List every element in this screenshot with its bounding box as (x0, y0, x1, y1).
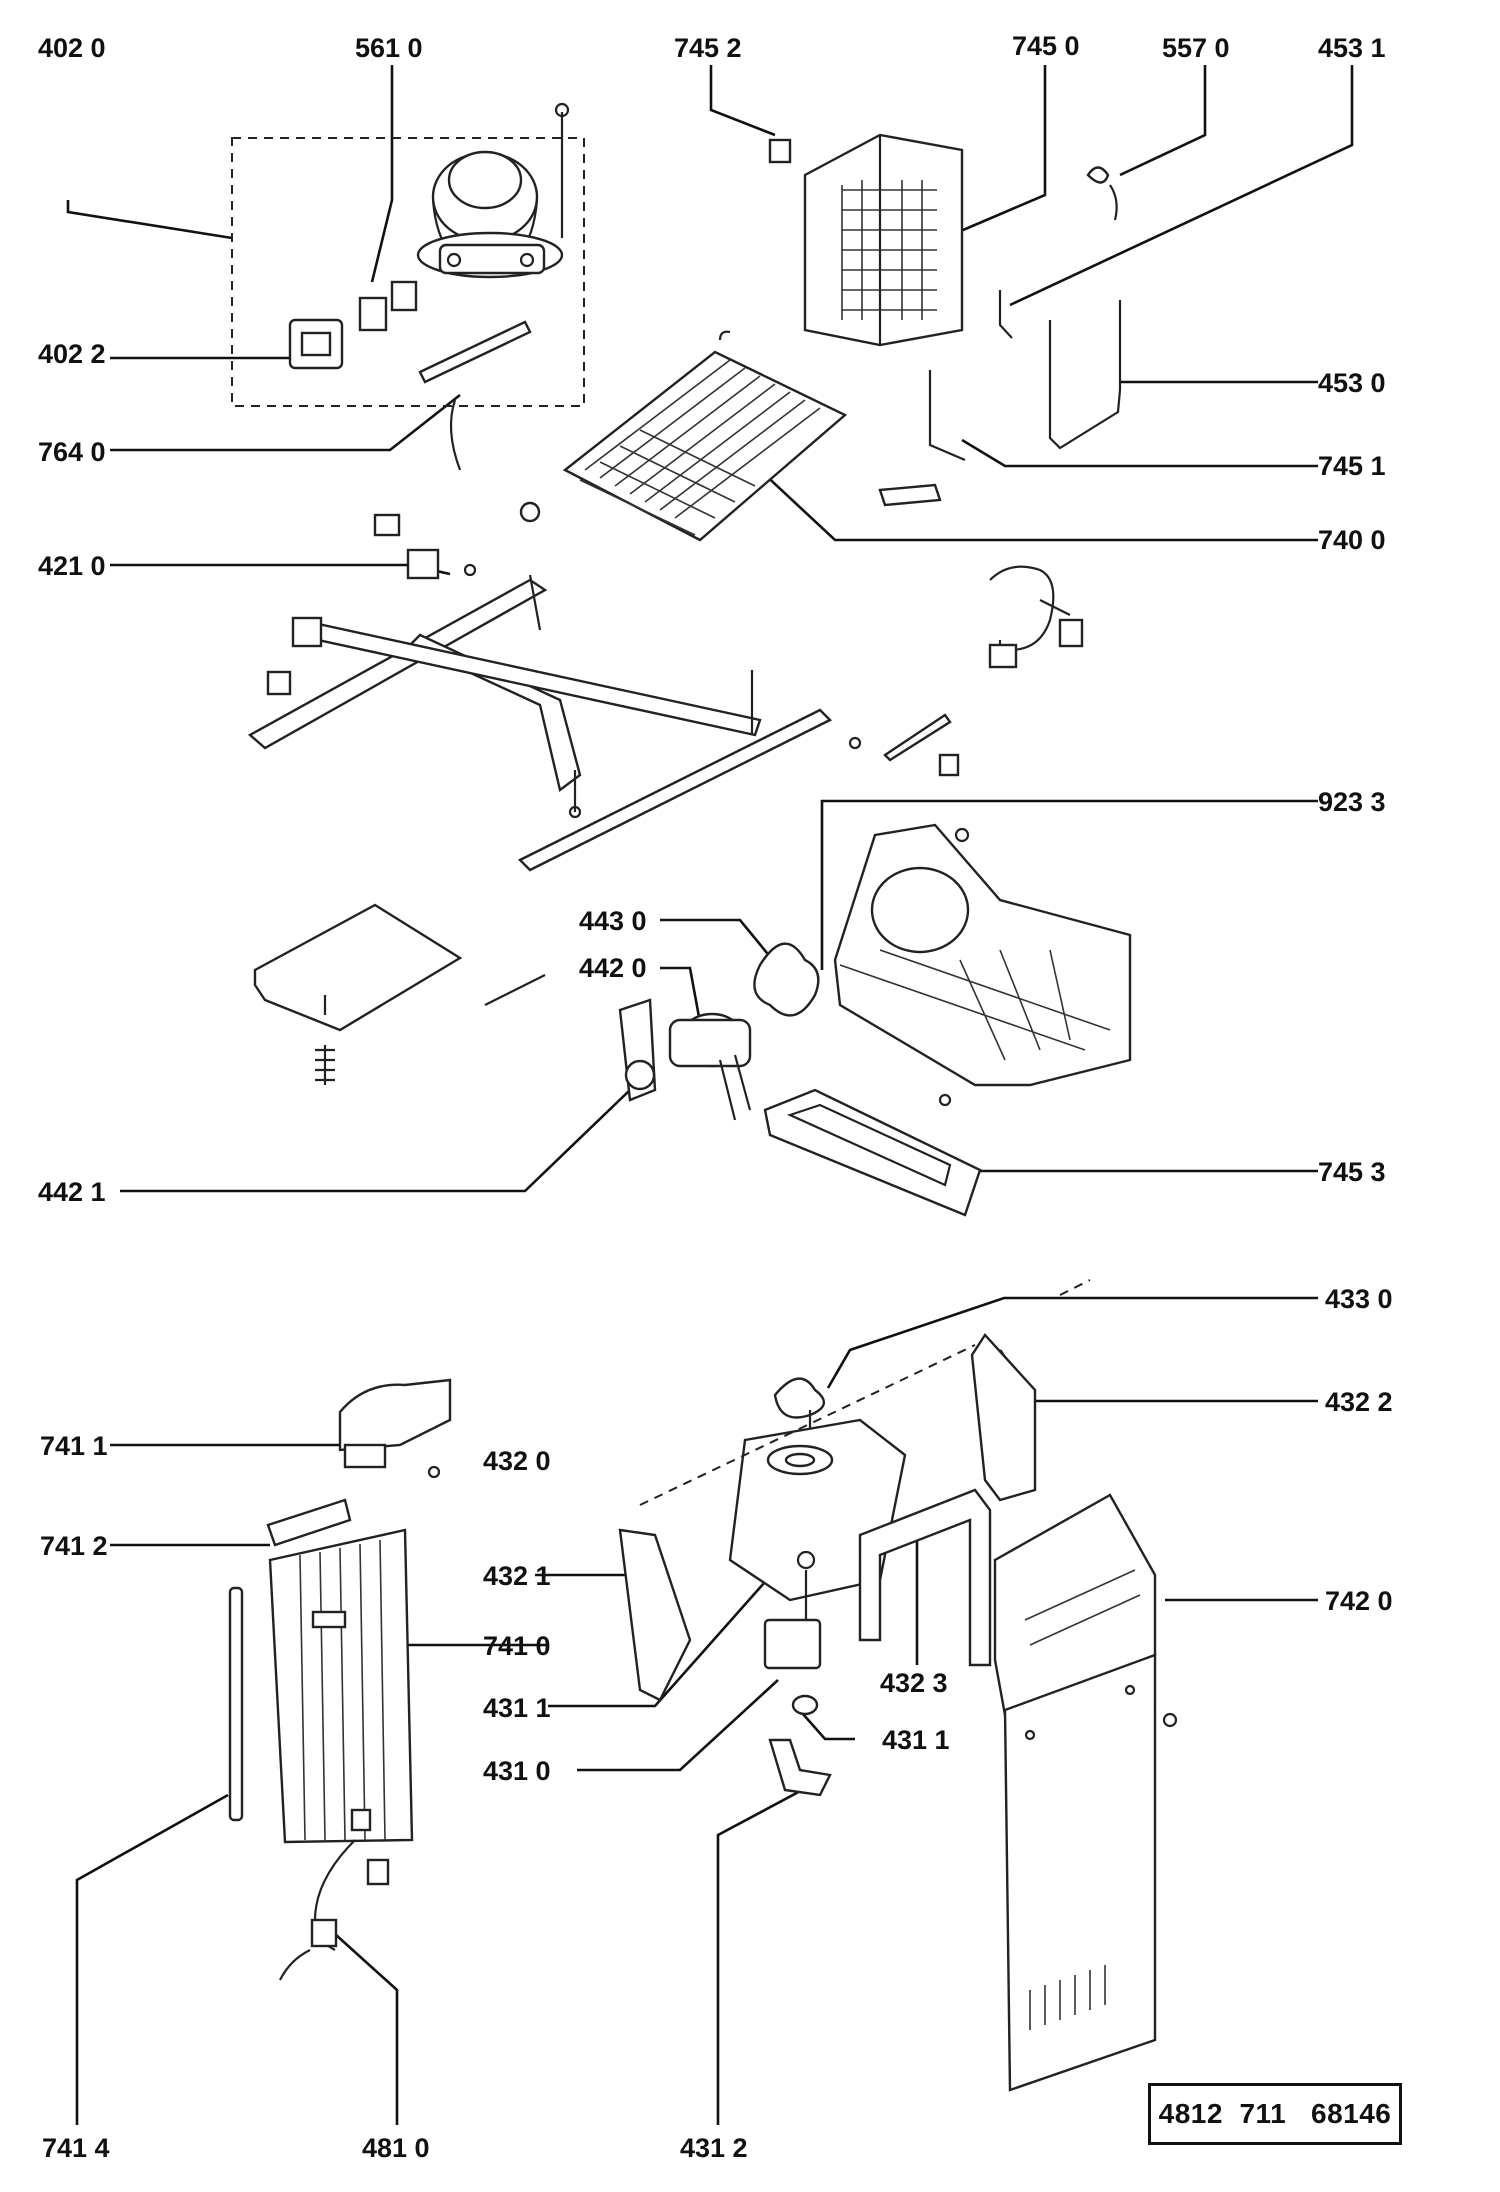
part-label-402-0: 402 0 (38, 33, 106, 63)
rear-cover (993, 1493, 1178, 2092)
document-number-box: 4812 711 68146 (1148, 2083, 1402, 2145)
part-label-432-1: 432 1 (483, 1561, 551, 1591)
part-label-431-2: 431 2 (680, 2133, 748, 2163)
part-label-421-0: 421 0 (38, 551, 106, 581)
part-label-432-2: 432 2 (1325, 1387, 1393, 1417)
tube-and-bracket (878, 300, 1122, 507)
part-label-433-0: 433 0 (1325, 1284, 1393, 1314)
part-label-557-0: 557 0 (1162, 33, 1230, 63)
fan-motor-assembly (618, 942, 820, 1121)
part-label-453-1: 453 1 (1318, 33, 1386, 63)
part-label-442-1: 442 1 (38, 1177, 106, 1207)
part-label-741-1: 741 1 (40, 1431, 108, 1461)
fan-shroud (833, 823, 1132, 1107)
part-label-432-3: 432 3 (880, 1668, 948, 1698)
part-label-432-0: 432 0 (483, 1446, 551, 1476)
part-label-443-0: 443 0 (579, 906, 647, 936)
part-label-453-0: 453 0 (1318, 368, 1386, 398)
drip-tray (763, 1088, 982, 1217)
part-label-481-0: 481 0 (362, 2133, 430, 2163)
part-label-923-3: 923 3 (1318, 787, 1386, 817)
part-label-741-0: 741 0 (483, 1631, 551, 1661)
relay-and-harness (373, 513, 1084, 669)
part-label-431-0: 431 0 (483, 1756, 551, 1786)
motor-and-bracket (763, 1550, 832, 1797)
part-label-745-0: 745 0 (1012, 31, 1080, 61)
evaporator-panel (228, 1378, 452, 1981)
part-label-741-2: 741 2 (40, 1531, 108, 1561)
part-label-745-2: 745 2 (674, 33, 742, 63)
part-label-431-1-lower: 431 1 (882, 1725, 950, 1755)
part-label-745-3: 745 3 (1318, 1157, 1386, 1187)
part-label-561-0: 561 0 (355, 33, 423, 63)
part-label-442-0: 442 0 (579, 953, 647, 983)
part-label-431-1-upper: 431 1 (483, 1693, 551, 1723)
part-label-764-0: 764 0 (38, 437, 106, 467)
part-label-741-4: 741 4 (42, 2133, 110, 2163)
part-label-740-0: 740 0 (1318, 525, 1386, 555)
part-labels: 402 0 561 0 745 2 745 0 557 0 453 1 402 … (38, 31, 1393, 2163)
air-duct-housing (618, 1279, 1091, 1702)
cover-plate (253, 903, 546, 1085)
part-label-742-0: 742 0 (1325, 1586, 1393, 1616)
compressor-assembly (231, 102, 585, 523)
condenser-coil (768, 133, 1118, 347)
evaporator-coil (562, 330, 848, 542)
side-panel (970, 1333, 1037, 1502)
document-number: 4812 711 68146 (1158, 2098, 1392, 2129)
part-label-402-2: 402 2 (38, 339, 106, 369)
base-frame (247, 574, 960, 872)
part-label-745-1: 745 1 (1318, 451, 1386, 481)
